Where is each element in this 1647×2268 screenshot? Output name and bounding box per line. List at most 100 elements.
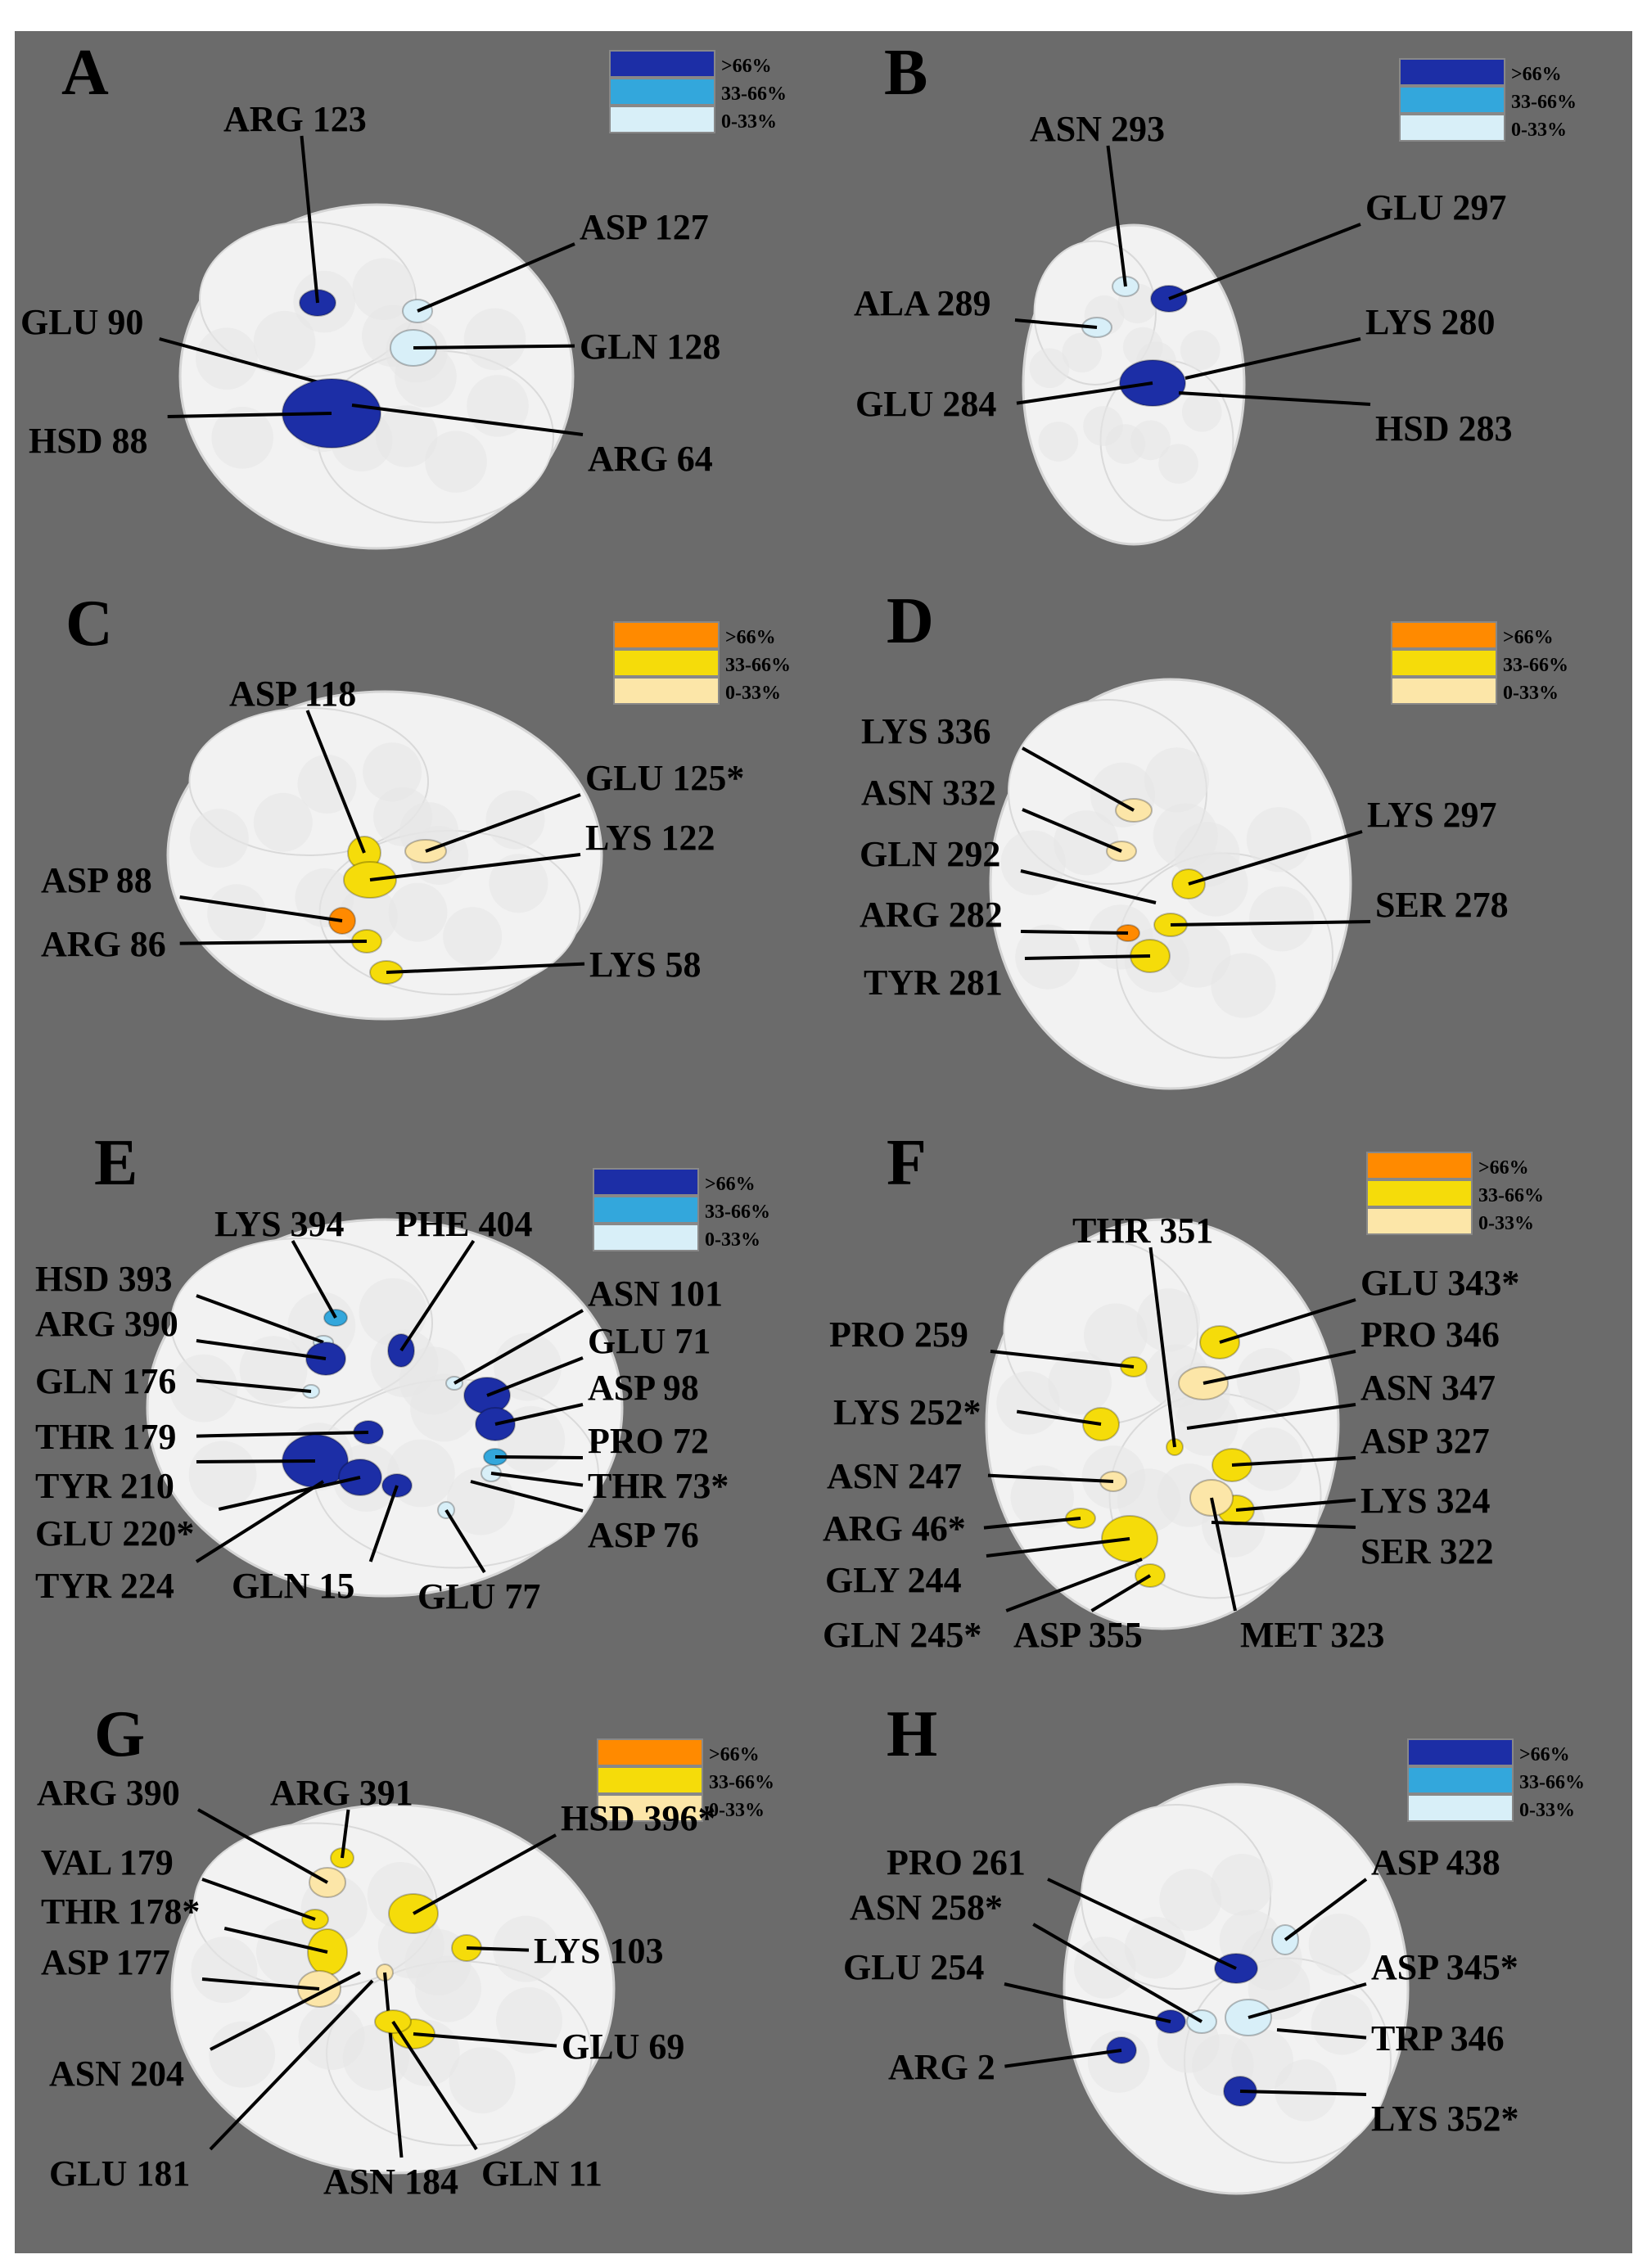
leader-line [1170,920,1371,927]
leader-line [494,1455,584,1459]
residue-label: ASN 258* [850,1887,1003,1928]
residue-label: ARG 282 [860,895,1003,935]
leader-line [368,1485,399,1562]
residue-label: GLN 15 [232,1566,354,1606]
residue-label: GLU 343* [1360,1263,1519,1303]
residue-label: GLU 71 [588,1321,711,1361]
leader-line [1168,223,1361,300]
legend-label: 0-33% [705,1229,760,1251]
legend-label: 0-33% [725,683,781,704]
leader-line [494,1403,584,1426]
leader-line [417,242,575,313]
legend-label: 33-66% [1503,655,1568,676]
protein-surface [1063,1783,1410,2195]
legend-label: >66% [721,56,772,77]
leader-line [986,1537,1130,1558]
residue-label: ASP 88 [41,860,152,900]
legend-label: 0-33% [1511,119,1567,141]
residue-label: MET 323 [1240,1615,1384,1655]
leader-line [201,1878,316,1921]
residue-label: GLU 181 [49,2153,190,2194]
leader-line [210,1971,361,2051]
legend: >66%33-66%0-33% [613,621,791,705]
residue-label: ASN 293 [1030,109,1165,149]
residue-label: THR 351 [1072,1211,1213,1251]
residue-label: ARG 46* [823,1508,966,1549]
residue-label: ARG 390 [37,1773,180,1813]
panel-letter: G [94,1698,145,1770]
residue-label: ASN 101 [588,1274,723,1314]
legend-label: 33-66% [709,1772,774,1793]
leader-line [1005,1558,1143,1612]
residue-label: TRP 346 [1371,2018,1505,2058]
leader-line [1186,1403,1356,1430]
leader-line [1219,1298,1356,1344]
legend-swatch-mid [593,1196,699,1224]
leader-line [399,1239,476,1352]
leader-line [466,1946,530,1952]
legend-label: 0-33% [1519,1800,1575,1821]
panel-letter: E [94,1127,138,1199]
protein-surface [146,1218,624,1598]
leader-line [196,1431,369,1438]
legend-label: >66% [709,1744,760,1765]
residue-label: ARG 64 [588,439,713,479]
legend-swatch-low [593,1224,699,1251]
residue-label: HSD 393 [35,1259,172,1299]
residue-label: GLU 125* [585,758,744,798]
residue-label: ASP 345* [1371,1947,1518,1987]
residue-label: THR 178* [41,1892,200,1932]
residue-label: PRO 72 [588,1421,709,1461]
legend: >66%33-66%0-33% [593,1168,770,1251]
residue-label: THR 73* [588,1466,729,1506]
leader-line [983,1517,1081,1530]
leader-line [413,344,575,349]
legend-swatch-high [1366,1152,1473,1179]
residue-label: GLU 284 [855,384,996,424]
residue-label: ASP 118 [229,674,356,714]
legend-label: 33-66% [725,655,791,676]
leader-line [196,1294,324,1344]
residue-label: ASN 347 [1360,1368,1496,1408]
leader-line [453,1309,584,1385]
leader-line [1248,1982,1367,2019]
residue-label: TYR 224 [35,1566,174,1606]
panel-letter: A [61,37,109,109]
residue-label: ARG 2 [888,2047,995,2087]
legend: >66%33-66%0-33% [1407,1738,1585,1822]
legend-swatch-mid [597,1766,703,1794]
leader-line [1210,1497,1237,1612]
leader-line [1276,2028,1367,2040]
residue-label: GLU 297 [1365,187,1506,228]
residue-label: LYS 280 [1365,302,1496,342]
leader-line [990,1350,1135,1368]
legend-swatch-low [609,106,715,133]
protein-surface [989,678,1352,1090]
panel-letter: D [887,585,934,657]
legend: >66%33-66%0-33% [609,50,787,133]
legend-label: >66% [705,1174,756,1195]
leader-line [1090,1574,1152,1612]
leader-line [1047,1878,1237,1970]
legend-label: 0-33% [709,1800,765,1821]
residue-label: THR 179 [35,1417,176,1457]
legend-label: >66% [1478,1157,1529,1179]
legend-label: >66% [1503,627,1554,648]
residue-label: ASN 247 [827,1456,962,1496]
legend-label: >66% [1519,1744,1570,1765]
leader-line [1004,1982,1171,2023]
leader-line [1231,1456,1356,1467]
protein-surface [178,203,575,550]
legend-swatch-high [593,1168,699,1196]
residue-label: ASN 204 [49,2054,184,2094]
legend-swatch-low [1366,1207,1473,1235]
residue-label: ASP 127 [580,207,709,247]
residue-label: GLU 254 [843,1947,984,1987]
leader-line [1022,808,1122,853]
leader-line [490,1472,584,1487]
leader-line [196,1808,328,1884]
residue-label: ASP 438 [1371,1842,1500,1882]
leader-line [1211,1521,1356,1529]
leader-line [305,710,366,854]
residue-label: GLN 128 [580,327,720,367]
